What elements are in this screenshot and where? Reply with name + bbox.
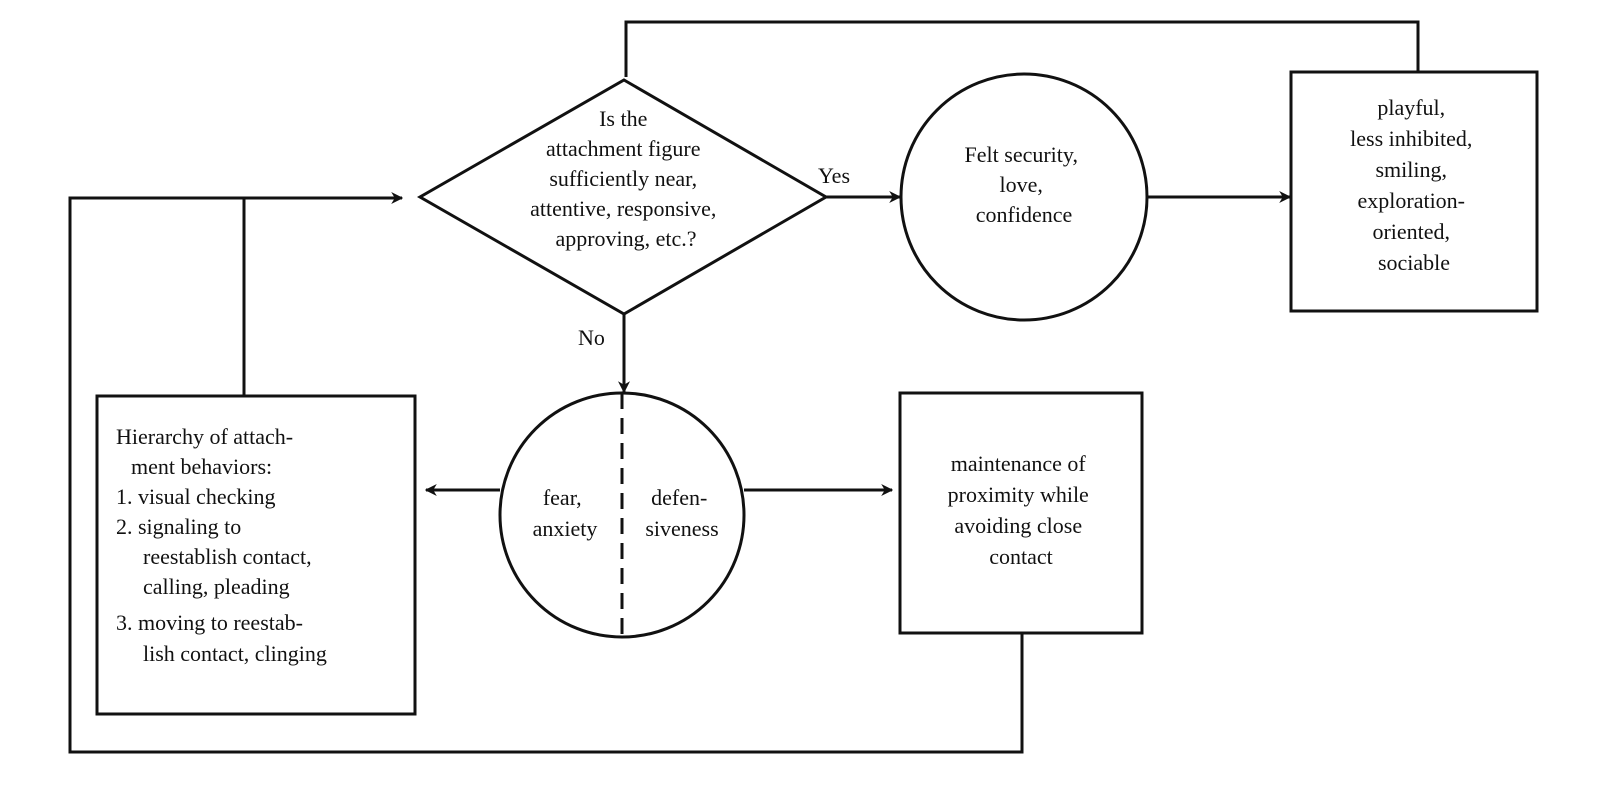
- hierarchy-line: ment behaviors:: [131, 454, 272, 479]
- connector-outcome-to-decision: [624, 20, 1420, 77]
- hierarchy-node: Hierarchy of attach- ment behaviors: 1. …: [95, 394, 417, 716]
- outcome-line: playful,: [1377, 95, 1445, 120]
- security-circle: [899, 72, 1149, 322]
- outcome-box: [1289, 70, 1539, 313]
- security-node: Felt security, love, confidence: [899, 72, 1149, 322]
- hierarchy-box: [95, 394, 417, 716]
- proximity-line: maintenance of: [951, 451, 1087, 476]
- proximity-line: avoiding close: [954, 513, 1082, 538]
- decision-diamond: [416, 78, 829, 316]
- hierarchy-line: reestablish contact,: [143, 544, 312, 569]
- outcome-line: sociable: [1378, 250, 1450, 275]
- proximity-line: proximity while: [948, 482, 1089, 507]
- security-line: confidence: [976, 202, 1073, 227]
- security-text: Felt security, love, confidence: [965, 142, 1084, 227]
- fear-left-line: fear,: [543, 485, 582, 510]
- proximity-line: contact: [989, 544, 1053, 569]
- hierarchy-text: Hierarchy of attach- ment behaviors: 1. …: [116, 424, 327, 666]
- outcome-line: less inhibited,: [1350, 126, 1472, 151]
- decision-line: approving, etc.?: [555, 226, 696, 251]
- outcome-line: smiling,: [1375, 157, 1447, 182]
- decision-text: Is the attachment figure sufficiently ne…: [530, 106, 722, 251]
- connectors: [68, 20, 1420, 754]
- outcome-text: playful, less inhibited, smiling, explor…: [1350, 95, 1478, 275]
- decision-line: attentive, responsive,: [530, 196, 716, 221]
- decision-line: Is the: [599, 106, 647, 131]
- outcome-line: oriented,: [1372, 219, 1450, 244]
- hierarchy-line: lish contact, clinging: [143, 641, 327, 666]
- hierarchy-line: 2. signaling to: [116, 514, 241, 539]
- fear-left-text: fear, anxiety: [533, 485, 598, 541]
- outcome-line: exploration-: [1357, 188, 1465, 213]
- yes-label: Yes: [818, 163, 850, 188]
- fear-left-line: anxiety: [533, 516, 598, 541]
- fear-right-text: defen- siveness: [645, 485, 718, 541]
- decision-line: sufficiently near,: [549, 166, 697, 191]
- decision-node: Is the attachment figure sufficiently ne…: [416, 78, 850, 350]
- hierarchy-line: 1. visual checking: [116, 484, 275, 509]
- outcome-node: playful, less inhibited, smiling, explor…: [1289, 70, 1539, 313]
- fear-node: fear, anxiety defen- siveness: [498, 391, 746, 639]
- connector-proximity-loop: [68, 196, 1024, 754]
- hierarchy-line: Hierarchy of attach-: [116, 424, 293, 449]
- security-line: Felt security,: [965, 142, 1078, 167]
- fear-right-line: defen-: [651, 485, 707, 510]
- decision-line: attachment figure: [546, 136, 701, 161]
- hierarchy-line: calling, pleading: [143, 574, 290, 599]
- security-line: love,: [1000, 172, 1043, 197]
- no-label: No: [578, 325, 605, 350]
- proximity-text: maintenance of proximity while avoiding …: [948, 451, 1095, 569]
- proximity-node: maintenance of proximity while avoiding …: [898, 391, 1144, 635]
- fear-right-line: siveness: [645, 516, 718, 541]
- hierarchy-line: 3. moving to reestab-: [116, 610, 303, 635]
- proximity-box: [898, 391, 1144, 635]
